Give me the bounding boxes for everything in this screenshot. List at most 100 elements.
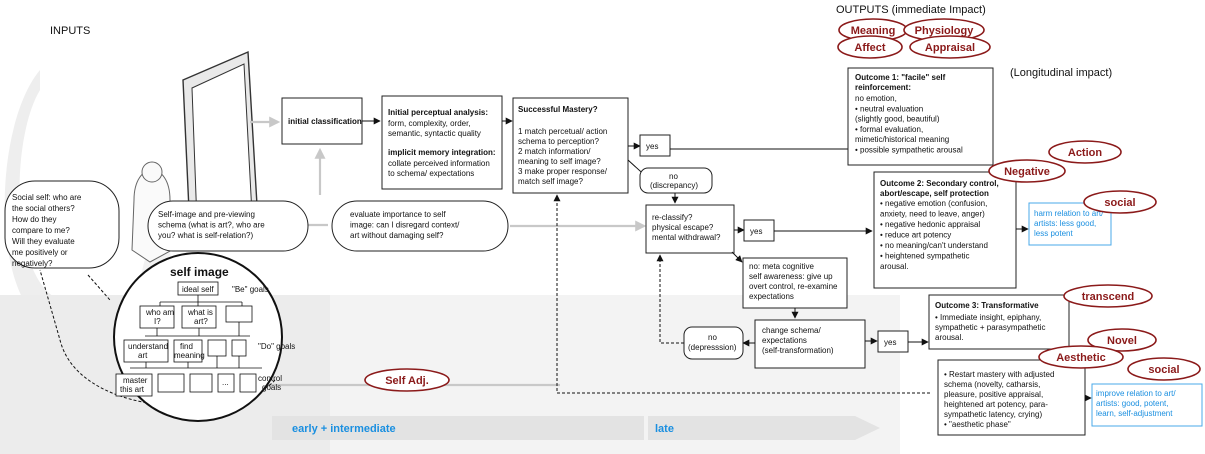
phase-late-label: late — [655, 423, 674, 435]
reclassify-line: mental withdrawal? — [652, 233, 721, 242]
social-oval-2-label: social — [1148, 364, 1179, 376]
schema-line: schema (what is art?, who are — [158, 221, 265, 230]
meta-line: overt control, re-examine — [749, 282, 838, 291]
goal-box — [225, 305, 253, 323]
reclassify-line: re-classify? — [652, 213, 693, 222]
phase-band: early + intermediate late — [0, 295, 900, 454]
perceptual-line: semantic, syntactic quality — [388, 129, 481, 138]
change-schema-line: expectations — [762, 336, 807, 345]
physiology-oval-label: Physiology — [915, 25, 975, 37]
outcome2-title: Outcome 2: Secondary control, — [880, 179, 999, 188]
evaluate-line: art without damaging self? — [350, 231, 444, 240]
self-adj-oval — [364, 368, 450, 392]
improve-line: artists: good, potent, — [1096, 399, 1169, 408]
be-goals-label: "Be" goals — [232, 285, 269, 294]
evaluate-line: image: can I disregard context/ — [350, 221, 460, 230]
goal-box — [157, 373, 185, 393]
self-image-diagram: self image ideal self "Be" goals who amI? w… — [113, 252, 295, 422]
change-schema-text: change schema/expectations(self-transfor… — [762, 326, 834, 355]
yes-label-1: yes — [646, 142, 658, 151]
social-oval-1 — [1083, 190, 1157, 214]
no-discrepancy-line: (discrepancy) — [650, 181, 698, 190]
appraisal-oval — [909, 35, 991, 59]
outcome3-line: • Immediate insight, epiphany, — [935, 313, 1041, 322]
ideal-self-label: ideal self — [182, 285, 214, 294]
outcome1-line: • formal evaluation, — [855, 125, 923, 134]
memory-line: collate perceived information — [388, 159, 490, 168]
dots-label: ... — [222, 378, 229, 387]
perceptual-line: form, complexity, order, — [388, 119, 471, 128]
no-depression-text: no(depresssion) — [688, 333, 737, 352]
social-self-line: negatively? — [12, 259, 53, 268]
reclassify-line: physical escape? — [652, 223, 714, 232]
affect-oval-label: Affect — [854, 42, 886, 54]
evaluate-importance-text: evaluate importance to self image: can I … — [350, 210, 460, 240]
social-oval-1-label: social — [1104, 197, 1135, 209]
outcome2-line: • heightened sympathetic — [880, 252, 970, 261]
harm-line: artists: less good, — [1034, 219, 1096, 228]
improve-line: improve relation to art/ — [1096, 389, 1176, 398]
meaning-oval-label: Meaning — [851, 25, 896, 37]
no-depression-line: no — [708, 333, 717, 342]
restart-line: • "aesthetic phase" — [944, 420, 1011, 429]
negative-oval-label: Negative — [1004, 166, 1050, 178]
outcome1-line: (slightly good, beautiful) — [855, 115, 940, 124]
outcome3-text: Outcome 3: Transformative • Immediate ins… — [935, 301, 1046, 342]
transcend-oval-label: transcend — [1082, 291, 1135, 303]
social-self-line: me positively or — [12, 248, 68, 257]
what-label: what is — [187, 308, 213, 317]
negative-oval — [988, 159, 1066, 183]
mastery-line: 1 match percetual/ action — [518, 127, 607, 136]
restart-line: schema (novelty, catharsis, — [944, 380, 1040, 389]
schema-line: Self-image and pre-viewing — [158, 210, 255, 219]
meta-line: no: meta cognitive — [749, 262, 814, 271]
improve-relation-text: improve relation to art/artists: good, p… — [1096, 389, 1176, 418]
action-oval-label: Action — [1068, 147, 1103, 159]
no-discrepancy-text: no(discrepancy) — [650, 172, 698, 190]
outcome1-line: • neutral evaluation — [855, 104, 923, 113]
outcome3-line: sympathetic + parasympathetic — [935, 323, 1046, 332]
outcome2-line: arousal. — [880, 262, 908, 271]
who-label: I? — [154, 317, 161, 326]
action-oval — [1048, 140, 1122, 164]
self-adj-oval-label: Self Adj. — [385, 375, 429, 387]
outcome3-title: Outcome 3: Transformative — [935, 301, 1039, 310]
perceptual-title: Initial perceptual analysis: — [388, 108, 488, 117]
what-label: art? — [194, 317, 208, 326]
mastery-line: match self image? — [518, 177, 583, 186]
mastery-line: 2 match information/ — [518, 147, 591, 156]
restart-line: sympathetic latency, crying) — [944, 410, 1042, 419]
restart-line: • Restart mastery with adjusted — [944, 370, 1054, 379]
outcome3-line: arousal. — [935, 333, 963, 342]
self-image-title: self image — [170, 265, 229, 279]
outcome1-title: Outcome 1: "facile" self — [855, 73, 946, 82]
master-label: master — [123, 376, 148, 385]
aesthetic-oval — [1038, 345, 1124, 369]
goal-box — [189, 373, 213, 393]
improve-line: learn, self-adjustment — [1096, 409, 1173, 418]
meta-line: self awareness: give up — [749, 272, 833, 281]
outputs-header: OUTPUTS (immediate Impact) — [836, 4, 986, 16]
successful-mastery-text: Successful Mastery? 1 match percetual/ ac… — [518, 105, 608, 186]
evaluate-line: evaluate importance to self — [350, 210, 446, 219]
social-oval-2 — [1127, 357, 1201, 381]
social-self-line: the social others? — [12, 204, 75, 213]
who-label: who am — [145, 308, 174, 317]
reclassify-text: re-classify?physical escape?mental withd… — [652, 213, 721, 242]
change-schema-line: (self-transformation) — [762, 346, 834, 355]
social-self-line: compare to me? — [12, 226, 70, 235]
understand-label: understand — [128, 342, 168, 351]
mastery-title: Successful Mastery? — [518, 105, 598, 114]
yes-label-2: yes — [750, 227, 762, 236]
outcome2-line: • negative emotion (confusion, — [880, 199, 987, 208]
social-self-line: How do they — [12, 215, 56, 224]
outcome2-line: • negative hedonic appraisal — [880, 220, 980, 229]
mastery-line: schema to perception? — [518, 137, 599, 146]
outcome1-title: reinforcement: — [855, 83, 911, 92]
goal-box — [231, 339, 247, 357]
self-image-schema-text: Self-image and pre-viewing schema (what i… — [158, 210, 265, 240]
yes-label-3: yes — [884, 338, 896, 347]
transcend-oval — [1063, 284, 1153, 308]
no-discrepancy-line: no — [669, 172, 678, 181]
